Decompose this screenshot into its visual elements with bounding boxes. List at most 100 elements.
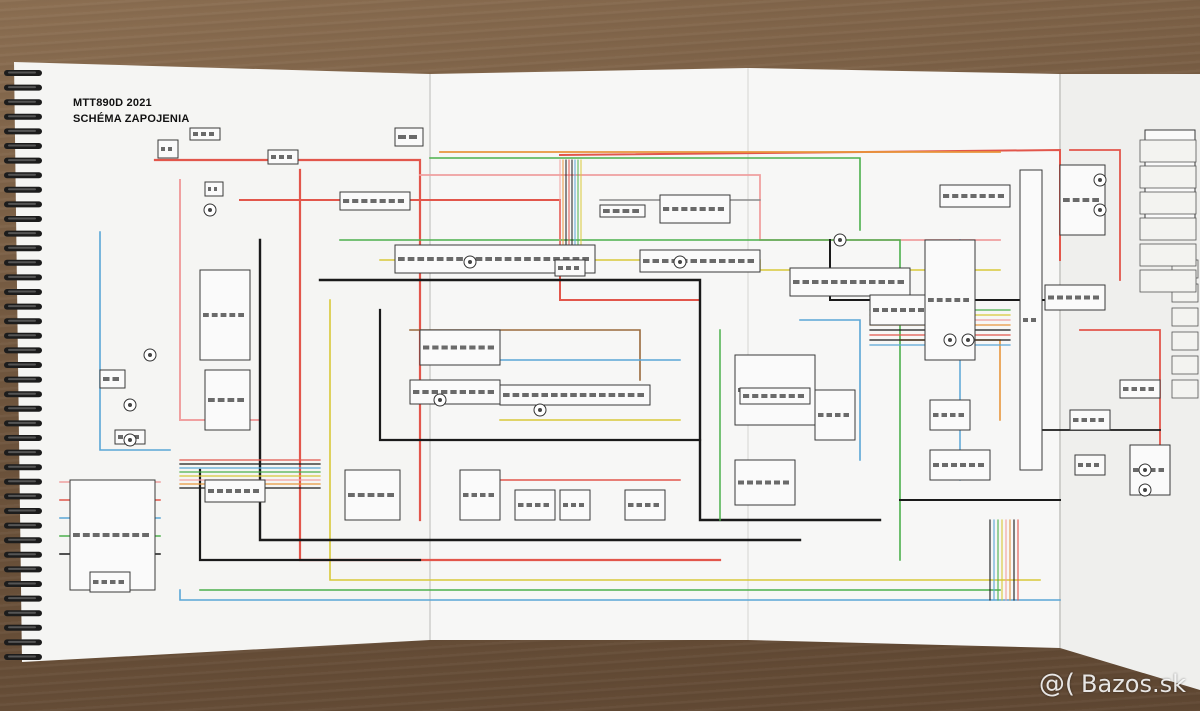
connector-pin [348,493,355,497]
connector-pin [622,209,630,213]
connector-pin [850,280,857,284]
connector-pin [708,207,715,211]
connector-pin [612,209,620,213]
connector-pin [988,194,995,198]
connector-pin [1098,418,1104,422]
connector-pin [92,533,100,537]
connector-pin [229,313,236,317]
connector-pin [560,393,568,397]
wire-black [318,278,882,522]
connector-pin [997,194,1004,198]
table-cell [1139,217,1197,241]
connector-pin [608,393,616,397]
binding-ring-highlight [8,100,36,103]
connector-pin [643,259,650,263]
connector-pin [533,257,541,261]
watermark: @( Bazos.sk [1039,669,1186,699]
round-connector-center [838,238,842,242]
connector-pin [1048,295,1054,300]
connector-pin [244,489,250,493]
binding-ring-highlight [8,144,36,147]
connector-pin [487,390,494,394]
connector-pin [110,580,116,584]
connector-pin [636,503,642,507]
bazos-logo: @( [1038,669,1075,699]
connector-pin [211,313,218,317]
connector-pin [747,259,754,263]
connector-pin [112,533,120,537]
connector-pin [738,480,744,485]
connector-pin [253,489,259,493]
connector-pin [214,187,217,191]
connector-pin [220,313,227,317]
connector-pin [628,503,634,507]
connector-pin [942,463,948,467]
connector-pin [161,147,165,151]
connector-pin [928,298,934,302]
connector-pin [963,298,969,302]
connector-pin [960,463,966,467]
binding-ring-highlight [8,655,36,658]
binding-ring-highlight [8,334,36,337]
binding-ring-highlight [8,567,36,570]
connector-pin [951,463,957,467]
connector-pin [459,390,466,394]
connector-pin [387,493,394,497]
connector-pin [582,257,589,261]
binding-ring-highlight [8,188,36,191]
connector-pin [122,533,130,537]
binding-ring-highlight [8,378,36,381]
connector-pin [217,489,223,493]
connector-pin [514,257,522,261]
connector-pin [208,187,211,191]
binding-ring-highlight [8,626,36,629]
connector-pin [700,259,707,263]
connector-pin [1094,463,1099,467]
connector-pin [469,345,476,350]
connector-pin [388,199,395,203]
connector-pin [551,393,558,397]
connector-pin [952,194,959,198]
connector-pin [217,398,225,402]
component-blocks [69,127,1196,593]
connector-pin [663,207,670,211]
connector-pin [897,280,904,284]
connector-pin [599,393,606,397]
connector-pin [672,207,679,211]
connector-pin [918,308,924,312]
connector-pin [1082,198,1090,202]
connector-pin [541,393,548,397]
binding-ring-highlight [8,115,36,118]
connector-pin [208,489,214,493]
connector-pin [570,393,577,397]
connector-pin [717,207,724,211]
table-cell [1139,139,1197,163]
connector-pin [1090,418,1096,422]
connector-pin [888,280,895,284]
connector-pin [431,390,438,394]
connector-pin [397,199,404,203]
connector-pin [370,199,377,203]
connector-pin [423,345,430,350]
binding-ring-highlight [8,597,36,600]
wire-yellow [329,299,1041,581]
connector-pin [118,435,123,439]
binding-ring-highlight [8,553,36,556]
connector-pin [709,259,716,263]
binding-ring-highlight [8,611,36,614]
wire-blue [179,589,1061,601]
connector-pin [738,259,745,263]
connector-pin [618,393,625,397]
connector-pin [480,493,486,497]
connector-pin [118,580,124,584]
connector-pin [1123,387,1129,391]
connector-pin [572,257,580,261]
wire-green [339,239,901,561]
connector-pin [653,503,659,507]
binding-ring-highlight [8,319,36,322]
connector-pin [209,132,214,136]
round-connector-center [948,338,952,342]
connector-pin [279,155,284,159]
round-connector-center [208,208,212,212]
